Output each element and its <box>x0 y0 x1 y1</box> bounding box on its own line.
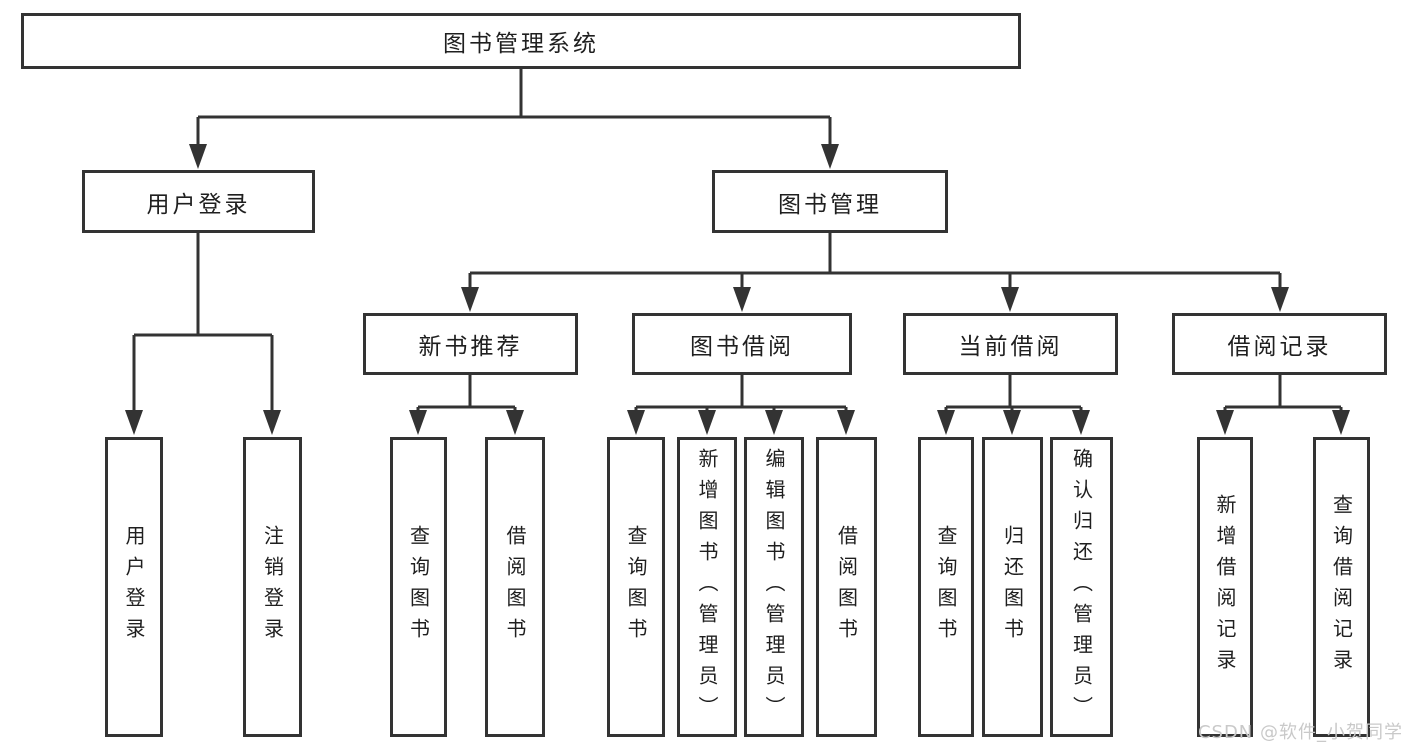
arrowhead <box>1072 410 1090 435</box>
leaf-borrow-edit-books-admin-label: 编辑图书（管理员） <box>762 447 786 727</box>
arrowhead <box>627 410 645 435</box>
arrowhead <box>1332 410 1350 435</box>
connector-user-login-to-leaves <box>125 233 281 435</box>
node-root-label: 图书管理系统 <box>443 31 599 57</box>
leaf-logout-label: 注销登录 <box>260 525 285 649</box>
connector-new-book-recommend-to-leaves <box>409 375 524 435</box>
arrowhead <box>1271 287 1289 312</box>
leaf-borrow-add-books-admin: 新增图书（管理员） <box>677 437 737 737</box>
arrowhead <box>937 410 955 435</box>
arrowhead <box>837 410 855 435</box>
leaf-records-query-record-label: 查询借阅记录 <box>1329 494 1354 680</box>
leaf-borrow-query-books: 查询图书 <box>607 437 665 737</box>
leaf-records-add-record: 新增借阅记录 <box>1197 437 1253 737</box>
leaf-recommend-query-books-label: 查询图书 <box>406 525 431 649</box>
leaf-recommend-borrow-books: 借阅图书 <box>485 437 545 737</box>
node-user-login: 用户登录 <box>82 170 315 233</box>
connector-book-management-to-level3 <box>461 233 1289 312</box>
leaf-user-login-label: 用户登录 <box>122 525 146 649</box>
arrowhead <box>733 287 751 312</box>
arrowhead <box>1216 410 1234 435</box>
leaf-borrow-borrow-books-label: 借阅图书 <box>834 525 859 649</box>
leaf-borrow-add-books-admin-label: 新增图书（管理员） <box>695 447 719 727</box>
node-new-book-recommend: 新书推荐 <box>363 313 578 375</box>
node-book-management: 图书管理 <box>712 170 948 233</box>
node-current-borrow-label: 当前借阅 <box>958 334 1063 360</box>
leaf-recommend-borrow-books-label: 借阅图书 <box>503 525 527 649</box>
arrowhead <box>263 410 281 435</box>
arrowhead <box>1001 287 1019 312</box>
arrowhead <box>698 410 716 435</box>
leaf-current-return-books: 归还图书 <box>982 437 1043 737</box>
node-root: 图书管理系统 <box>21 13 1021 69</box>
node-book-management-label: 图书管理 <box>778 191 882 218</box>
leaf-logout: 注销登录 <box>243 437 302 737</box>
arrowhead <box>506 410 524 435</box>
node-new-book-recommend-label: 新书推荐 <box>418 334 523 360</box>
node-book-borrow: 图书借阅 <box>632 313 852 375</box>
arrowhead <box>821 144 839 169</box>
arrowhead <box>765 410 783 435</box>
arrowhead <box>1003 410 1021 435</box>
leaf-current-confirm-return-admin: 确认归还（管理员） <box>1050 437 1113 737</box>
node-book-borrow-label: 图书借阅 <box>690 334 794 360</box>
leaf-current-query-books-label: 查询图书 <box>934 525 958 649</box>
arrowhead <box>409 410 427 435</box>
leaf-records-query-record: 查询借阅记录 <box>1313 437 1370 737</box>
node-current-borrow: 当前借阅 <box>903 313 1118 375</box>
connector-book-borrow-to-leaves <box>627 375 855 435</box>
node-user-login-label: 用户登录 <box>146 191 251 218</box>
node-borrow-records: 借阅记录 <box>1172 313 1387 375</box>
leaf-borrow-edit-books-admin: 编辑图书（管理员） <box>744 437 804 737</box>
leaf-current-confirm-return-admin-label: 确认归还（管理员） <box>1069 447 1094 727</box>
connector-borrow-records-to-leaves <box>1216 374 1350 435</box>
leaf-records-add-record-label: 新增借阅记录 <box>1213 494 1237 680</box>
leaf-recommend-query-books: 查询图书 <box>390 437 447 737</box>
leaf-user-login: 用户登录 <box>105 437 163 737</box>
leaf-borrow-borrow-books: 借阅图书 <box>816 437 877 737</box>
arrowhead <box>125 410 143 435</box>
leaf-current-return-books-label: 归还图书 <box>1000 525 1025 649</box>
connector-root-to-level2 <box>189 69 839 169</box>
leaf-current-query-books: 查询图书 <box>918 437 974 737</box>
node-borrow-records-label: 借阅记录 <box>1227 334 1332 360</box>
leaf-borrow-query-books-label: 查询图书 <box>624 525 648 649</box>
arrowhead <box>189 144 207 169</box>
connector-current-borrow-to-leaves <box>937 375 1090 435</box>
arrowhead <box>461 287 479 312</box>
